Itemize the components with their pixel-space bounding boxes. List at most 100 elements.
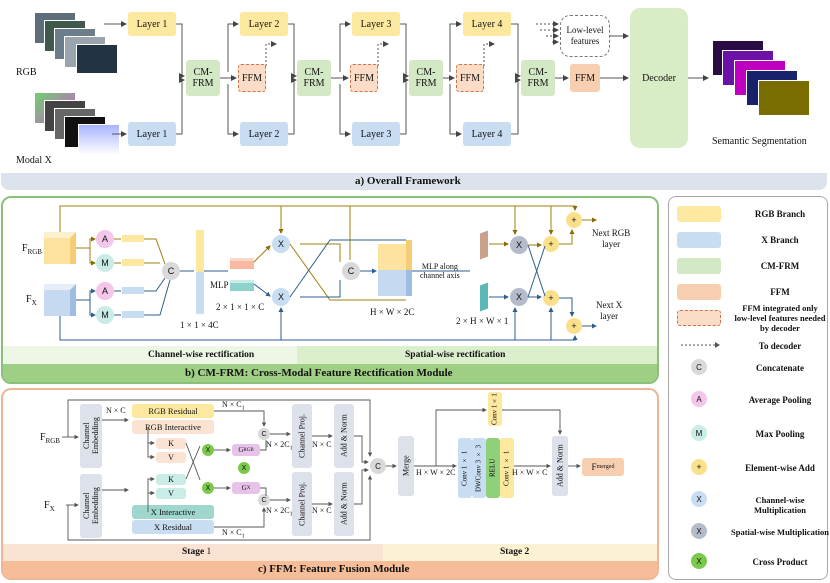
cross-product-rgb-out: X xyxy=(238,462,250,474)
channel-mul-icon: X xyxy=(691,491,707,507)
x-interactive-box: X Interactive xyxy=(132,505,214,519)
rgb-residual-box: RGB Residual xyxy=(132,404,214,418)
concat-stage1-x: C xyxy=(258,494,270,506)
x-layer-4: Layer 4 xyxy=(463,122,511,146)
spatial-wise-bg xyxy=(297,346,657,364)
channel-wise-bg xyxy=(3,346,297,364)
legend-ffm: FFM xyxy=(669,281,829,303)
modal-x-image-stack xyxy=(34,92,124,162)
low-level-features-box: Low-level features xyxy=(560,15,610,57)
ffm-3: FFM xyxy=(456,64,484,92)
legend-cross-product: X Cross Product xyxy=(669,551,829,573)
cm-frm-panel xyxy=(1,196,659,384)
rgb-layer-1: Layer 1 xyxy=(128,12,176,36)
cross-product-rgb: X xyxy=(202,444,214,456)
max-pool-icon: M xyxy=(691,425,707,441)
pooled-vector-2 xyxy=(122,259,144,266)
spatial-feature-block xyxy=(378,240,412,296)
legend-x-branch: X Branch xyxy=(669,229,829,251)
channel-weight-x xyxy=(230,280,254,291)
x-layer-2: Layer 2 xyxy=(240,122,288,146)
concat-vector-4c xyxy=(196,230,204,314)
nxc-proj-rgb: N × C xyxy=(312,440,332,449)
legend-element-add: + Element-wise Add xyxy=(669,457,829,479)
cm-frm-1: CM- FRM xyxy=(186,60,220,96)
cm-frm-2: CM- FRM xyxy=(297,60,331,96)
add-icon: + xyxy=(691,459,707,475)
nx2c1-rgb: N × 2C1 xyxy=(266,440,293,452)
pooled-vector-4 xyxy=(122,311,144,318)
mlp-along-channel: MLP along channel axis xyxy=(420,262,460,280)
legend-to-decoder: To decoder xyxy=(669,337,829,359)
concat-spatial: C xyxy=(342,262,360,280)
ffm-2: FFM xyxy=(350,64,378,92)
ffm-title-bar xyxy=(3,561,657,578)
add-rgb-1: + xyxy=(543,236,559,252)
legend-concatenate: C Concatenate xyxy=(669,357,829,379)
segmentation-output-stack xyxy=(712,40,812,120)
rgb-layer-3: Layer 3 xyxy=(352,12,400,36)
max-pool-rgb: M xyxy=(96,254,114,272)
rgb-label: RGB xyxy=(16,67,37,78)
v-box-rgb: V xyxy=(156,452,186,463)
cm-frm-3: CM- FRM xyxy=(409,60,443,96)
pooled-vector-3 xyxy=(122,287,144,294)
add-x-2: + xyxy=(566,318,582,334)
overall-framework-title: a) Overall Framework xyxy=(355,175,461,187)
channel-weight-rgb xyxy=(230,258,254,269)
spatial-mul-icon: X xyxy=(691,523,707,539)
decoder-box: Decoder xyxy=(630,8,688,148)
ffm-1: FFM xyxy=(238,64,266,92)
avg-pool-icon: A xyxy=(691,391,707,407)
ffm-panel xyxy=(1,388,659,580)
concat-channel: C xyxy=(162,262,180,280)
dim-1x1x4c: 1 × 1 × 4C xyxy=(180,320,219,330)
legend-panel: RGB Branch X Branch CM-FRM FFM FFM integ… xyxy=(668,196,829,580)
dim-hxwx2c: H × W × 2C xyxy=(370,307,415,317)
legend-channel-mul: X Channel-wise Multiplication xyxy=(669,489,829,515)
next-rgb-layer-label: Next RGB layer xyxy=(592,228,631,249)
rgb-image-stack xyxy=(34,12,124,74)
legend-max-pooling: M Max Pooling xyxy=(669,423,829,445)
next-x-layer-label: Next X layer xyxy=(596,300,623,321)
nx2c1-x: N × 2C1 xyxy=(266,506,293,518)
legend-ffm-dashed: FFM integrated only low-level features n… xyxy=(669,301,829,335)
dim-2x1x1xc: 2 × 1 × 1 × C xyxy=(216,302,265,312)
stage1-bg xyxy=(3,544,383,561)
mlp-label: MLP xyxy=(210,280,229,290)
k-box-x: K xyxy=(156,474,186,485)
channel-mul-x: X xyxy=(272,288,290,306)
hxwx2c-label: H × W × 2C xyxy=(416,468,456,477)
nxc-proj-x: N × C xyxy=(312,506,332,515)
dim-2xhxwx1: 2 × H × W × 1 xyxy=(456,316,509,326)
max-pool-x: M xyxy=(96,306,114,324)
cm-frm-title-bar xyxy=(3,364,657,382)
rgb-layer-2: Layer 2 xyxy=(240,12,288,36)
stage2-label: Stage 2 xyxy=(500,547,530,557)
stage2-bg xyxy=(383,544,657,561)
modal-x-label: Modal X xyxy=(16,155,52,166)
rgb-interactive-box: RGB Interactive xyxy=(132,420,214,434)
spatial-wise-label: Spatial-wise rectification xyxy=(405,350,506,360)
legend-average-pooling: A Average Pooling xyxy=(669,389,829,411)
rgb-layer-4: Layer 4 xyxy=(463,12,511,36)
pooled-vector-1 xyxy=(122,235,144,242)
x-layer-3: Layer 3 xyxy=(352,122,400,146)
cross-product-icon: X xyxy=(691,553,707,569)
add-rgb-2: + xyxy=(566,212,582,228)
ffm-fx-label: FX xyxy=(44,500,55,513)
ffm-frgb-label: FRGB xyxy=(40,432,60,445)
cm-frm-4: CM- FRM xyxy=(521,60,555,96)
spatial-mul-rgb: X xyxy=(510,236,528,254)
avg-pool-rgb: A xyxy=(96,230,114,248)
legend-spatial-mul: X Spatial-wise Multiplication xyxy=(669,521,829,543)
ffm-title: c) FFM: Feature Fusion Module xyxy=(258,563,410,575)
fx-cube xyxy=(44,284,76,316)
legend-rgb-branch: RGB Branch xyxy=(669,203,829,225)
avg-pool-x: A xyxy=(96,282,114,300)
concat-stage2: C xyxy=(370,458,386,474)
hxwxc-label: H × W × C xyxy=(512,468,548,477)
